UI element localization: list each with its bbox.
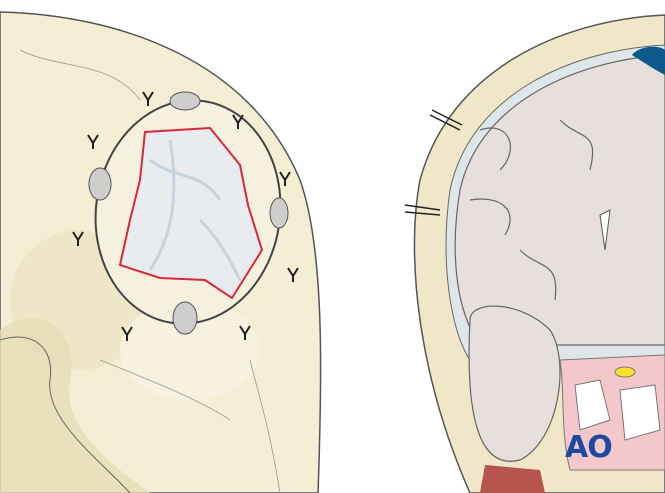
suture-anchors	[72, 91, 299, 341]
fixation-plate	[172, 301, 198, 335]
ao-logo: AO	[565, 430, 613, 465]
fixation-plate	[269, 197, 289, 229]
fixation-plates	[88, 91, 289, 335]
coronal-brain-section	[404, 14, 665, 493]
fixation-plate	[169, 91, 201, 111]
fixation-plate	[88, 167, 112, 201]
